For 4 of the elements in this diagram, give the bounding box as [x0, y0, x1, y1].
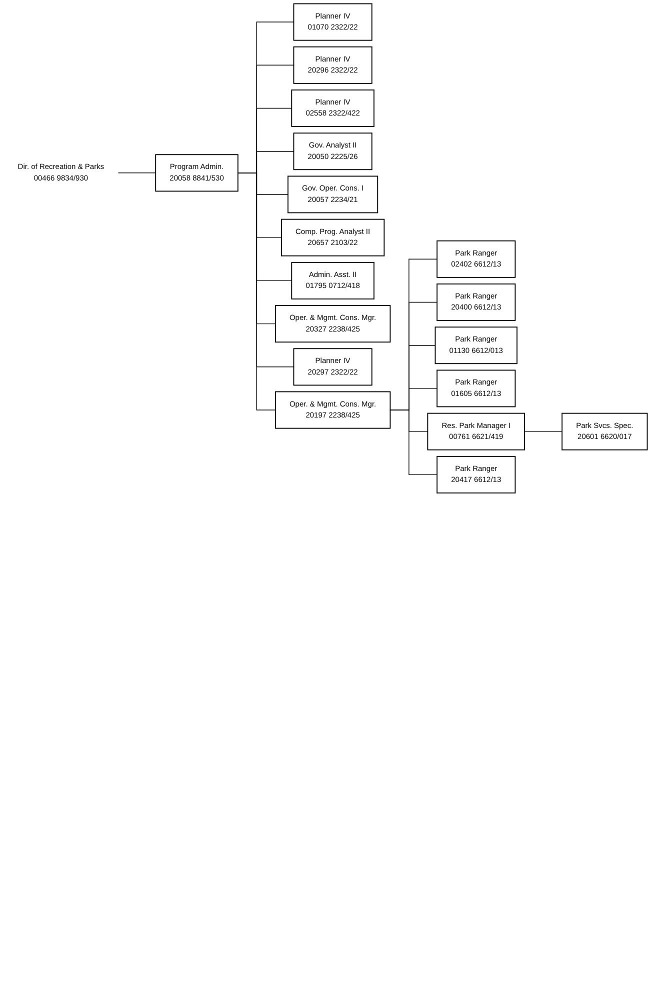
connector	[238, 172, 276, 410]
connector	[118, 172, 156, 174]
connector	[390, 410, 438, 476]
connector	[524, 431, 562, 432]
